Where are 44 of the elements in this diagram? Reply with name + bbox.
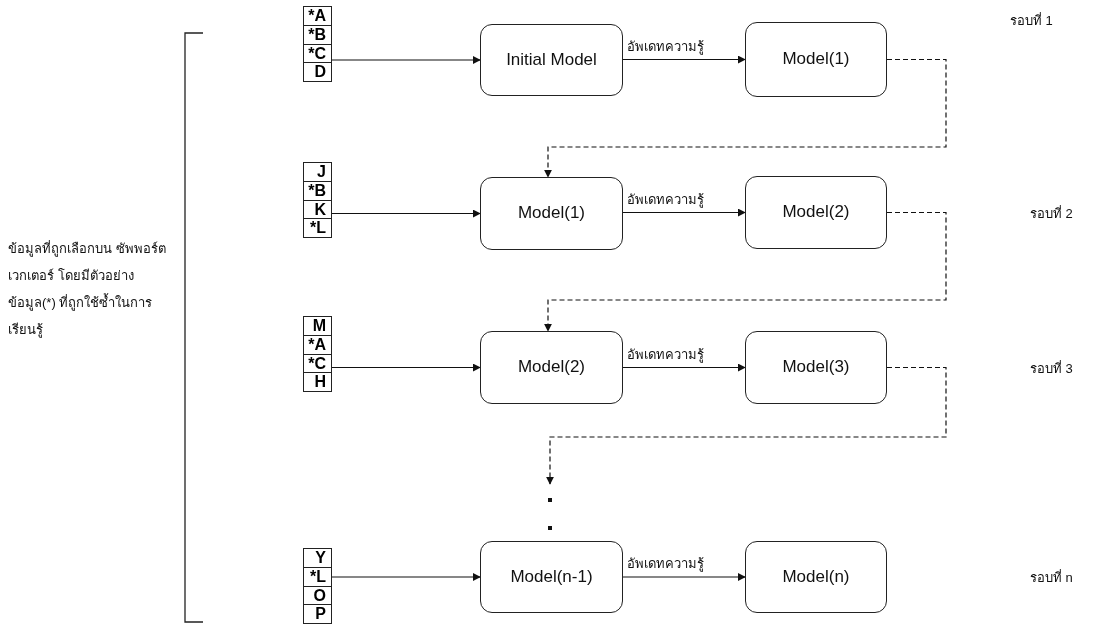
table-cell: *C [304,44,331,64]
round-label: รอบที่ n [1030,568,1073,587]
arrow [331,573,481,581]
arrow [544,211,947,332]
table-cell-text: P [314,605,327,623]
arrow [622,55,746,64]
table-cell: Y [304,549,331,568]
arrow [331,363,481,372]
table-cell-text: *L [309,219,327,237]
arrow [546,366,947,485]
process-box: Model(2) [480,331,623,404]
table-cell: K [304,200,331,220]
arrow [622,573,746,581]
table-cell: *A [304,7,331,26]
arrow [622,363,746,372]
round-label: รอบที่ 1 [1010,11,1053,30]
arrow [331,56,481,64]
edge-label: อัพเดทความรู้ [627,37,704,57]
table-cell-text: H [313,373,327,391]
process-box: Model(n-1) [480,541,623,613]
process-box: Model(1) [480,177,623,250]
table-cell: J [304,163,331,182]
table-cell: O [304,586,331,606]
edge-label: อัพเดทความรู้ [627,190,704,210]
arrow [544,58,947,178]
arrow [622,208,746,217]
process-box: Model(1) [745,22,887,97]
process-box: Model(2) [745,176,887,249]
process-box: Initial Model [480,24,623,96]
table-cell: *L [304,567,331,587]
edge-label: อัพเดทความรู้ [627,345,704,365]
table-cell: *A [304,335,331,355]
round-label: รอบที่ 2 [1030,204,1073,223]
table-cell: *B [304,25,331,45]
process-box: Model(n) [745,541,887,613]
table-cell: *C [304,354,331,374]
note-text: ข้อมูลที่ถูกเลือกบน ซัพพอร์ตเวกเตอร์ โดยมีตัวอย่างข้อมูล(*) ที่ถูกใช้ซ้ำในการเรียนรู้ [8,239,167,340]
arrow [331,209,481,218]
table-cell: *B [304,181,331,201]
table-cell-text: D [313,63,327,81]
table-cell: M [304,317,331,336]
process-box: Model(3) [745,331,887,404]
round-label: รอบที่ 3 [1030,359,1073,378]
edge-label: อัพเดทความรู้ [627,555,704,574]
